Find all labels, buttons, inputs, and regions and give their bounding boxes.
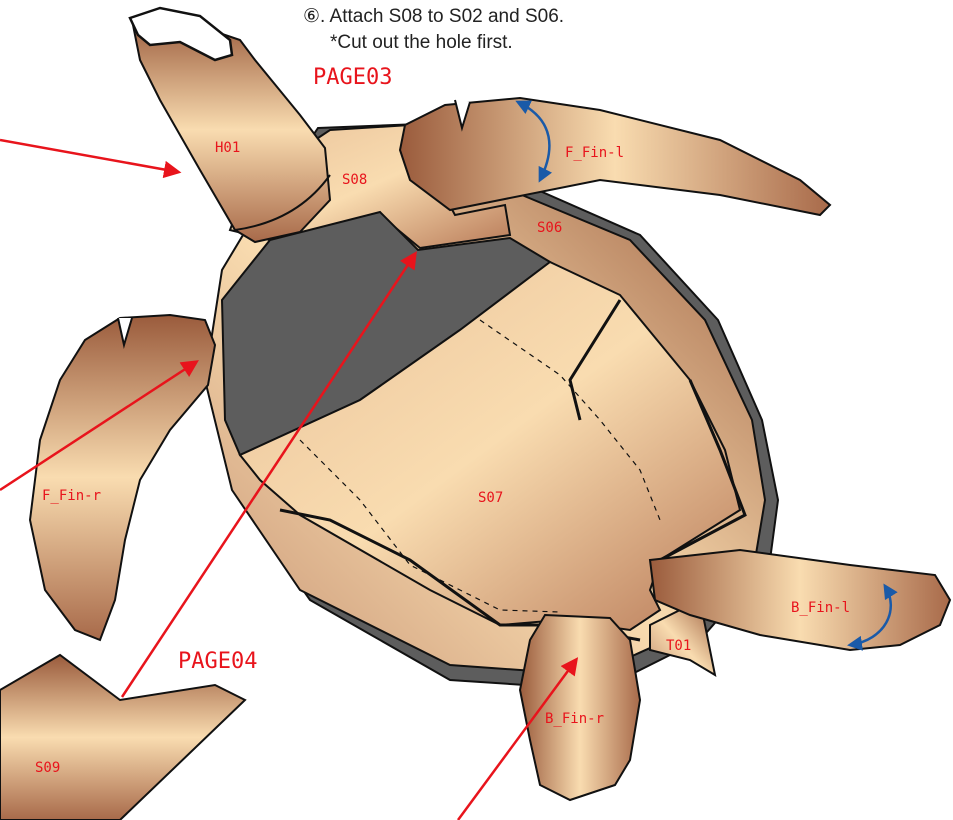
label-s06: S06	[537, 220, 562, 236]
page-label-page04: PAGE04	[178, 649, 257, 674]
label-s08: S08	[342, 172, 367, 188]
label-s09: S09	[35, 760, 60, 776]
instruction-line-2: *Cut out the hole first.	[330, 32, 513, 53]
pointer-arrow-h01	[0, 140, 178, 172]
label-b-fin-r: B_Fin-r	[545, 711, 604, 727]
page-label-page03: PAGE03	[313, 65, 392, 90]
part-f-fin-r	[30, 315, 215, 640]
label-s07: S07	[478, 490, 503, 506]
label-t01: T01	[666, 638, 691, 654]
label-b-fin-l: B_Fin-l	[791, 600, 850, 616]
label-f-fin-r: F_Fin-r	[42, 488, 101, 504]
label-h01: H01	[215, 140, 240, 156]
part-s09	[0, 655, 245, 820]
instruction-line-1: ⑥. Attach S08 to S02 and S06.	[303, 6, 564, 27]
part-b-fin-r	[520, 615, 640, 800]
label-f-fin-l: F_Fin-l	[565, 145, 624, 161]
